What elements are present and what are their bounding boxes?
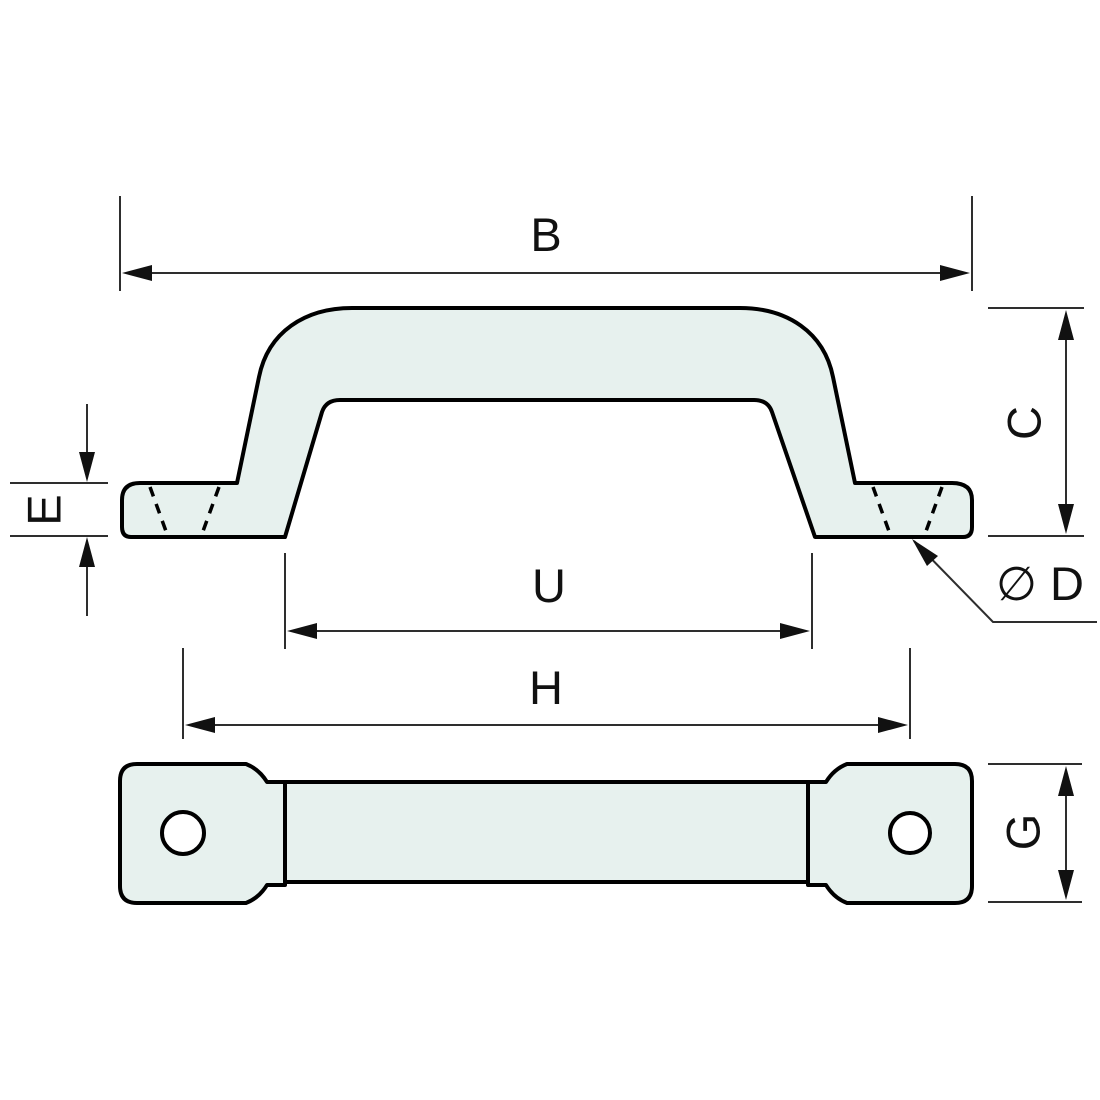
dimension-label-B: B	[530, 208, 561, 261]
arrowhead-right	[940, 265, 970, 281]
hidden-hole-lines-right-foot	[871, 486, 944, 535]
arrowhead-up	[79, 537, 95, 567]
handle-side-profile	[120, 306, 974, 539]
left-mounting-hole	[160, 810, 206, 856]
arrowhead-up	[1058, 310, 1074, 340]
plan-view	[118, 762, 974, 905]
right-mounting-hole	[888, 811, 932, 855]
arrowhead-left	[122, 265, 152, 281]
side-view	[120, 306, 974, 539]
arrowhead-down	[79, 452, 95, 482]
arrowhead-down	[1058, 504, 1074, 534]
dimension-label-H: H	[529, 661, 563, 714]
dimension-label-G: G	[996, 814, 1049, 851]
dimension-B: B	[119, 196, 973, 291]
hidden-hole-lines-left-foot	[148, 486, 221, 535]
dimension-E: E	[10, 404, 108, 616]
handle-grip-bar	[281, 780, 812, 884]
dimension-C: C	[988, 307, 1084, 537]
dimension-label-C: C	[997, 406, 1050, 440]
dimension-H: H	[182, 648, 911, 739]
arrowhead-left	[185, 717, 215, 733]
arrowhead-down	[1058, 870, 1074, 900]
arrowhead-up	[1058, 766, 1074, 796]
dimension-label-E: E	[17, 494, 70, 525]
arrowhead-right	[878, 717, 908, 733]
leader-hole-diameter: ∅ D	[912, 539, 1097, 623]
dimension-U: U	[284, 553, 813, 649]
arrowhead-leader	[912, 539, 938, 566]
dimension-G: G	[988, 763, 1082, 903]
dimension-label-D: ∅ D	[996, 557, 1084, 610]
arrowhead-right	[780, 623, 810, 639]
arrowhead-left	[287, 623, 317, 639]
dimension-label-U: U	[532, 559, 566, 612]
